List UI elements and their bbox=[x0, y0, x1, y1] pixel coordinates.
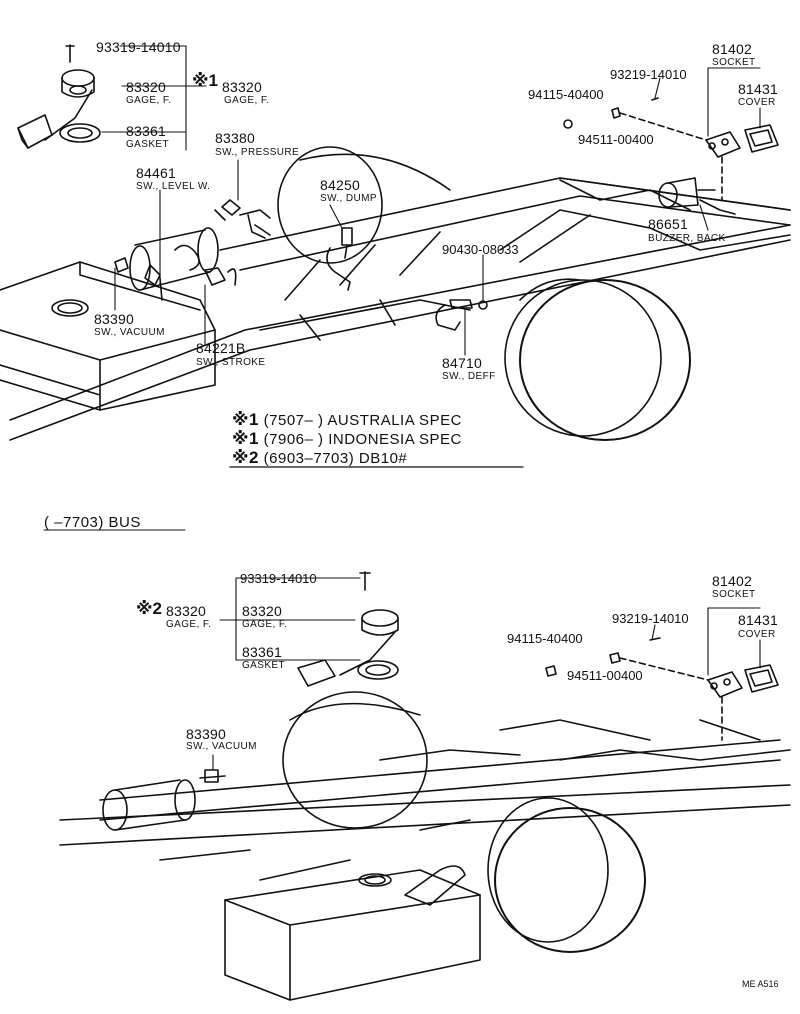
part-83390-name-top: SW., VACUUM bbox=[94, 327, 165, 338]
part-94115-40400-bottom: 94115-40400 bbox=[507, 631, 583, 646]
part-83320-top: 83320 bbox=[126, 79, 166, 95]
note-line-1: ※1 (7507– ) AUSTRALIA SPEC bbox=[232, 411, 462, 428]
bus-range-label: ( –7703) BUS bbox=[44, 514, 141, 531]
part-83361-top: 83361 bbox=[126, 123, 166, 139]
fuel-gage-bottom-art bbox=[297, 571, 399, 687]
part-81402-name-bottom: SOCKET bbox=[712, 589, 756, 600]
part-84710-name: SW., DEFF bbox=[442, 371, 496, 382]
part-94511-00400-bottom: 94511-00400 bbox=[567, 668, 643, 683]
note-1-text: (7507– ) AUSTRALIA SPEC bbox=[263, 412, 462, 429]
part-94115-40400-top: 94115-40400 bbox=[528, 87, 604, 102]
part-83390-name-bottom: SW., VACUUM bbox=[186, 741, 257, 752]
part-81402-top: 81402 bbox=[712, 41, 752, 57]
part-83320-name-top: GAGE, F. bbox=[126, 95, 172, 106]
part-83361-name-bottom: GASKET bbox=[242, 660, 285, 671]
part-83361-bottom: 83361 bbox=[242, 644, 282, 660]
part-93219-14010-top: 93219-14010 bbox=[610, 67, 687, 82]
part-81431-name-top: COVER bbox=[738, 97, 776, 108]
part-83390-bottom: 83390 bbox=[186, 726, 226, 742]
part-81431-name-bottom: COVER bbox=[738, 629, 776, 640]
note-3-text: (6903–7703) DB10# bbox=[263, 450, 408, 467]
part-83380: 83380 bbox=[215, 130, 255, 146]
leader-lines-top bbox=[101, 45, 761, 356]
part-83320-alt-top: 83320 bbox=[222, 79, 262, 95]
part-81431-top: 81431 bbox=[738, 81, 778, 97]
note-1-mark: ※1 bbox=[232, 410, 259, 429]
part-84710: 84710 bbox=[442, 355, 482, 371]
part-84221b-name: SW., STROKE bbox=[196, 357, 266, 368]
fuel-gage-top-art bbox=[17, 44, 101, 149]
note-2-text: (7906– ) INDONESIA SPEC bbox=[263, 431, 462, 448]
part-93219-14010-bottom: 93219-14010 bbox=[612, 611, 689, 626]
part-83361-name-top: GASKET bbox=[126, 139, 169, 150]
part-81431-bottom: 81431 bbox=[738, 612, 778, 628]
note-line-3: ※2 (6903–7703) DB10# bbox=[232, 449, 407, 466]
part-84250-name: SW., DUMP bbox=[320, 193, 377, 204]
part-86651: 86651 bbox=[648, 216, 688, 232]
part-83320-alt-name-bottom: GAGE, F. bbox=[166, 619, 212, 630]
leader-lines-bottom bbox=[212, 577, 761, 771]
part-93319-14010-bottom: 93319-14010 bbox=[240, 571, 317, 586]
part-90430-08033: 90430-08033 bbox=[442, 242, 519, 257]
mark-1-gage: ※1 bbox=[192, 71, 218, 90]
note-3-mark: ※2 bbox=[232, 448, 259, 467]
part-81402-name-top: SOCKET bbox=[712, 57, 756, 68]
part-81402-bottom: 81402 bbox=[712, 573, 752, 589]
part-84221b: 84221B bbox=[196, 340, 246, 356]
part-83320-alt-bottom: 83320 bbox=[166, 603, 206, 619]
part-83390-top: 83390 bbox=[94, 311, 134, 327]
figure-code: ME A516 bbox=[742, 979, 779, 989]
part-94511-00400-top: 94511-00400 bbox=[578, 132, 654, 147]
note-line-2: ※1 (7906– ) INDONESIA SPEC bbox=[232, 430, 462, 447]
socket-cover-top-art bbox=[563, 97, 779, 201]
part-83320-bottom: 83320 bbox=[242, 603, 282, 619]
top-chassis-frame bbox=[0, 146, 791, 441]
part-83320-alt-name-top: GAGE, F. bbox=[224, 95, 270, 106]
part-84461-name: SW., LEVEL W. bbox=[136, 181, 211, 192]
part-84250: 84250 bbox=[320, 177, 360, 193]
mark-2-gage: ※2 bbox=[136, 599, 162, 618]
part-86651-name: BUZZER, BACK bbox=[648, 233, 726, 244]
part-83320-name-bottom: GAGE, F. bbox=[242, 619, 288, 630]
part-93319-14010-top: 93319-14010 bbox=[96, 39, 181, 55]
bottom-chassis-frame bbox=[59, 691, 791, 1001]
part-84461: 84461 bbox=[136, 165, 176, 181]
switches-top-art bbox=[114, 177, 736, 331]
note-2-mark: ※1 bbox=[232, 429, 259, 448]
part-83380-name: SW., PRESSURE bbox=[215, 147, 300, 158]
